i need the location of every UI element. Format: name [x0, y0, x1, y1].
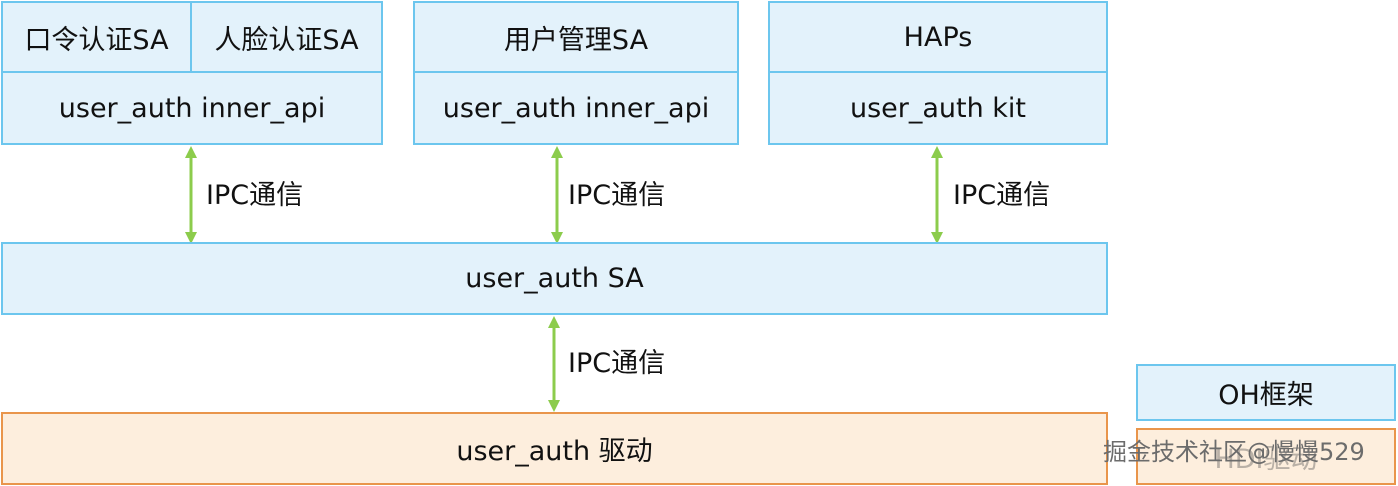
legend-oh-framework: OH框架: [1136, 364, 1396, 421]
ipc-arrow-4: [544, 315, 564, 413]
pin-auth-sa-label: 口令认证SA: [24, 24, 169, 56]
user-auth-kit-box: user_auth kit: [768, 71, 1108, 145]
ipc-arrow-3: [927, 145, 947, 245]
user-auth-kit-label: user_auth kit: [849, 92, 1027, 124]
face-auth-sa-label: 人脸认证SA: [214, 24, 359, 56]
haps-label: HAPs: [903, 21, 973, 53]
ipc-label-2: IPC通信: [568, 180, 666, 211]
ipc-label-3: IPC通信: [953, 180, 1051, 211]
haps-box: HAPs: [768, 1, 1108, 73]
ipc-arrow-2: [547, 145, 567, 245]
legend-hdi-driver: HDI驱动: [1136, 428, 1396, 485]
inner-api-label-2: user_auth inner_api: [442, 92, 710, 124]
inner-api-label-1: user_auth inner_api: [58, 92, 326, 124]
user-mgmt-sa-label: 用户管理SA: [503, 24, 649, 56]
user-mgmt-sa-box: 用户管理SA: [413, 1, 739, 73]
inner-api-box-2: user_auth inner_api: [413, 71, 739, 145]
legend-hdi-driver-label: HDI驱动: [1214, 444, 1318, 475]
inner-api-box-1: user_auth inner_api: [1, 71, 383, 145]
user-auth-sa-box: user_auth SA: [1, 242, 1108, 315]
face-auth-sa-box: 人脸认证SA: [190, 1, 383, 73]
ipc-arrow-1: [181, 145, 201, 245]
user-auth-driver-label: user_auth 驱动: [456, 436, 653, 467]
ipc-label-1: IPC通信: [206, 180, 304, 211]
legend-oh-framework-label: OH框架: [1218, 380, 1314, 411]
watermark-text: 掘金技术社区@慢慢529: [1103, 438, 1365, 466]
pin-auth-sa-box: 口令认证SA: [1, 1, 192, 73]
ipc-label-4: IPC通信: [568, 348, 666, 379]
user-auth-driver-box: user_auth 驱动: [1, 412, 1108, 485]
user-auth-sa-label: user_auth SA: [465, 263, 644, 294]
